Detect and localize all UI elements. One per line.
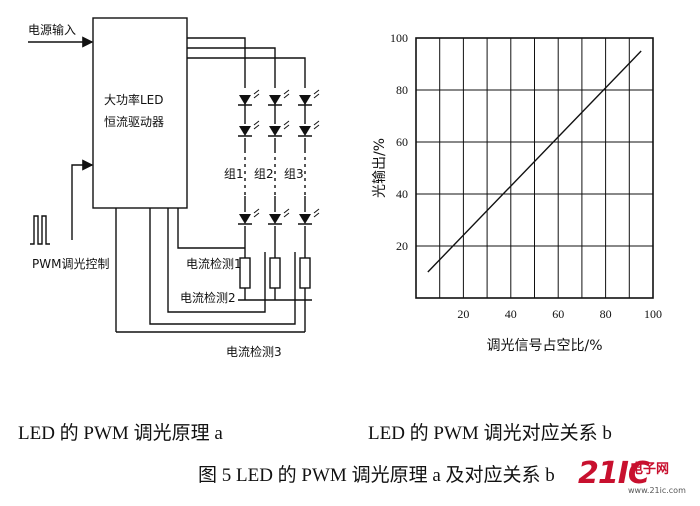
caption-b: LED 的 PWM 调光对应关系 b	[368, 423, 612, 444]
y-axis-label: 光输出/%	[372, 138, 388, 198]
driver-label-line2: 恒流驱动器	[104, 115, 164, 129]
caption-a: LED 的 PWM 调光原理 a	[18, 423, 223, 444]
current-detect-label-1: 电流检测1	[186, 256, 242, 271]
led-string-1	[237, 89, 260, 225]
x-tick-label: 60	[552, 307, 564, 321]
series-line	[427, 50, 642, 273]
y-tick-label: 100	[390, 31, 408, 45]
y-tick-label: 80	[396, 83, 408, 97]
led-string-3	[297, 89, 320, 225]
pwm-control-wire	[71, 159, 94, 240]
x-tick-label: 80	[600, 307, 612, 321]
driver-label-line1: 大功率LED	[104, 92, 164, 107]
x-tick-label: 20	[457, 307, 469, 321]
x-axis-label: 调光信号占空比/%	[486, 338, 602, 354]
plot-frame	[415, 37, 654, 299]
group-label-3: 组3	[284, 167, 304, 181]
watermark-sub: 电子网	[630, 462, 670, 477]
x-tick-label: 40	[505, 307, 517, 321]
led-string-2	[267, 89, 290, 225]
watermark-url: www.21ic.com	[628, 486, 686, 495]
driver-box	[92, 17, 188, 209]
dimming-relation-chart: 20 40 60 80 100 20 40 60 80 100 调光信号占空比/% 光输出/%	[372, 31, 662, 354]
y-tick-label: 20	[396, 239, 408, 253]
power-input-label: 电源输入	[28, 22, 76, 37]
sense-resistor-3	[299, 257, 311, 289]
group-label-2: 组2	[254, 167, 274, 181]
watermark: 21IC 电子网 www.21ic.com	[578, 456, 698, 502]
sense-resistor-2	[269, 257, 281, 289]
x-tick-label: 100	[644, 307, 662, 321]
pwm-pulse-icon	[30, 215, 50, 245]
pwm-control-label: PWM调光控制	[32, 257, 109, 271]
figure-caption: 图 5 LED 的 PWM 调光原理 a 及对应关系 b	[198, 465, 555, 486]
y-tick-label: 40	[396, 187, 408, 201]
current-detect-label-2: 电流检测2	[180, 290, 236, 305]
watermark-logo: 21IC	[578, 456, 650, 491]
y-tick-label: 60	[396, 135, 408, 149]
group-label-1: 组1	[224, 167, 244, 181]
current-detect-label-3: 电流检测3	[226, 344, 282, 359]
